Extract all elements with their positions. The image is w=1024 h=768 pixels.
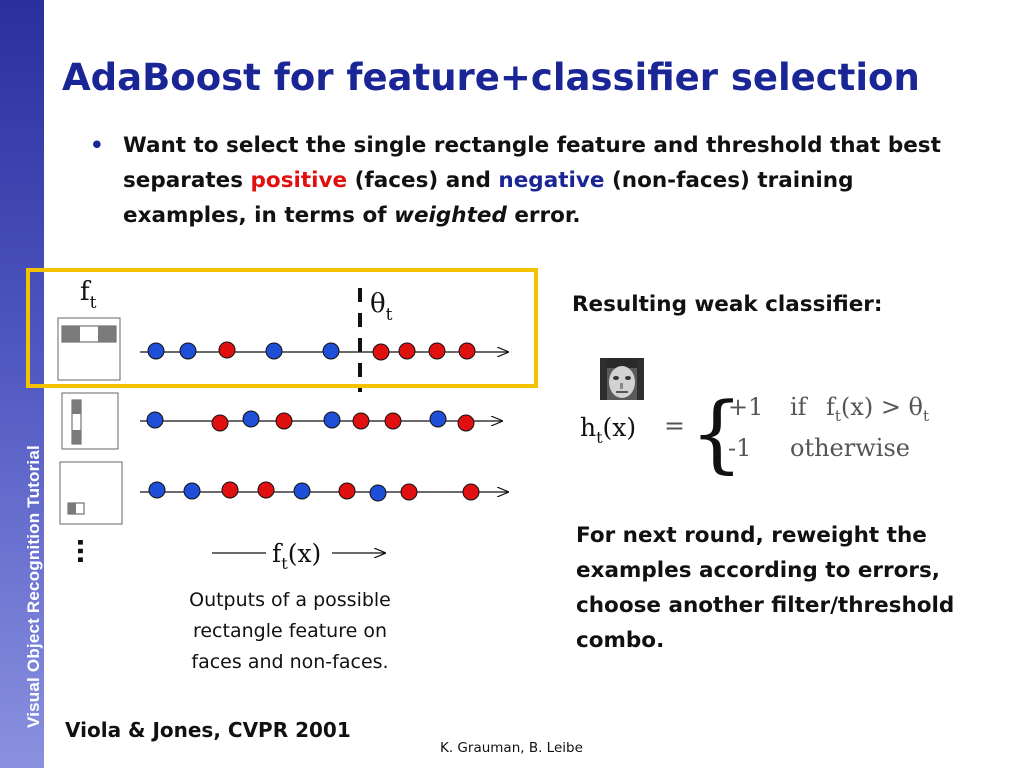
feature-thumbnail-1 (57, 317, 121, 381)
negative-example-point (293, 482, 311, 500)
positive-example-point (275, 412, 293, 430)
positive-example-point (398, 342, 416, 360)
diagram-caption: Outputs of a possible rectangle feature … (150, 585, 430, 678)
case1-value: +1 (728, 393, 763, 421)
next-round-line: For next round, reweight the (576, 523, 927, 548)
face-thumbnail (600, 358, 644, 400)
bullet-dot-icon: • (90, 133, 104, 158)
classifier-lhs: ht(x) (580, 413, 636, 447)
negative-example-point (179, 342, 197, 360)
negative-example-point (265, 342, 283, 360)
bullet-suffix-b: error. (506, 203, 581, 228)
highlight-box (26, 268, 538, 388)
positive-example-point (221, 481, 239, 499)
citation: Viola & Jones, CVPR 2001 (65, 718, 351, 742)
next-round-line: choose another filter/threshold (576, 593, 955, 618)
ellipsis-icon: … (71, 538, 101, 564)
feature-thumbnail-3 (59, 461, 123, 525)
weak-classifier-heading: Resulting weak classifier: (572, 292, 883, 317)
caption-line: Outputs of a possible (189, 589, 391, 611)
case1-if: if (790, 393, 809, 421)
feature-label: ft (80, 277, 97, 313)
threshold-label: θt (370, 289, 393, 325)
positive-example-point (428, 342, 446, 360)
weighted-word: weighted (394, 203, 507, 228)
positive-example-point (338, 482, 356, 500)
author-credit: K. Grauman, B. Leibe (440, 740, 583, 756)
positive-example-point (257, 481, 275, 499)
positive-example-point (218, 341, 236, 359)
case2-value: -1 (728, 434, 751, 462)
bullet-prefix: Want to select the single rectangle feat… (123, 133, 941, 193)
next-round-line: combo. (576, 628, 665, 653)
negative-example-point (369, 484, 387, 502)
negative-example-point (429, 410, 447, 428)
positive-example-point (457, 414, 475, 432)
next-round-text: For next round, reweight the examples ac… (576, 518, 1022, 658)
negative-example-point (323, 411, 341, 429)
classifier-equals: = (664, 411, 685, 440)
negative-example-point (146, 411, 164, 429)
negative-example-point (322, 342, 340, 360)
next-round-line: examples according to errors, (576, 558, 940, 583)
positive-example-point (458, 342, 476, 360)
feature-thumbnail-2 (61, 392, 119, 450)
positive-example-point (462, 483, 480, 501)
positive-example-point (352, 412, 370, 430)
caption-line: rectangle feature on (192, 620, 388, 642)
positive-example-point (372, 343, 390, 361)
case1-condition: ft(x) > θt (826, 393, 929, 425)
caption-line: faces and non-faces. (191, 651, 389, 673)
negative-example-point (242, 410, 260, 428)
positive-example-point (400, 483, 418, 501)
bullet-text: Want to select the single rectangle feat… (123, 128, 953, 233)
negative-example-point (148, 481, 166, 499)
bullet-middle: (faces) and (347, 168, 499, 193)
bullet-suffix-a: (non-faces) training examples, in terms … (123, 168, 854, 228)
negative-example-point (147, 342, 165, 360)
negative-example-point (183, 482, 201, 500)
left-brace-icon: { (690, 384, 743, 482)
negative-word: negative (498, 168, 605, 193)
axis-label: ft(x) (272, 539, 321, 573)
positive-example-point (384, 412, 402, 430)
positive-word: positive (250, 168, 348, 193)
slide-title: AdaBoost for feature+classifier selectio… (62, 56, 920, 99)
case2-condition: otherwise (790, 434, 910, 462)
positive-example-point (211, 414, 229, 432)
classifier-equation: ht(x) = { +1 if ft(x) > θt -1 otherwise (580, 384, 929, 482)
